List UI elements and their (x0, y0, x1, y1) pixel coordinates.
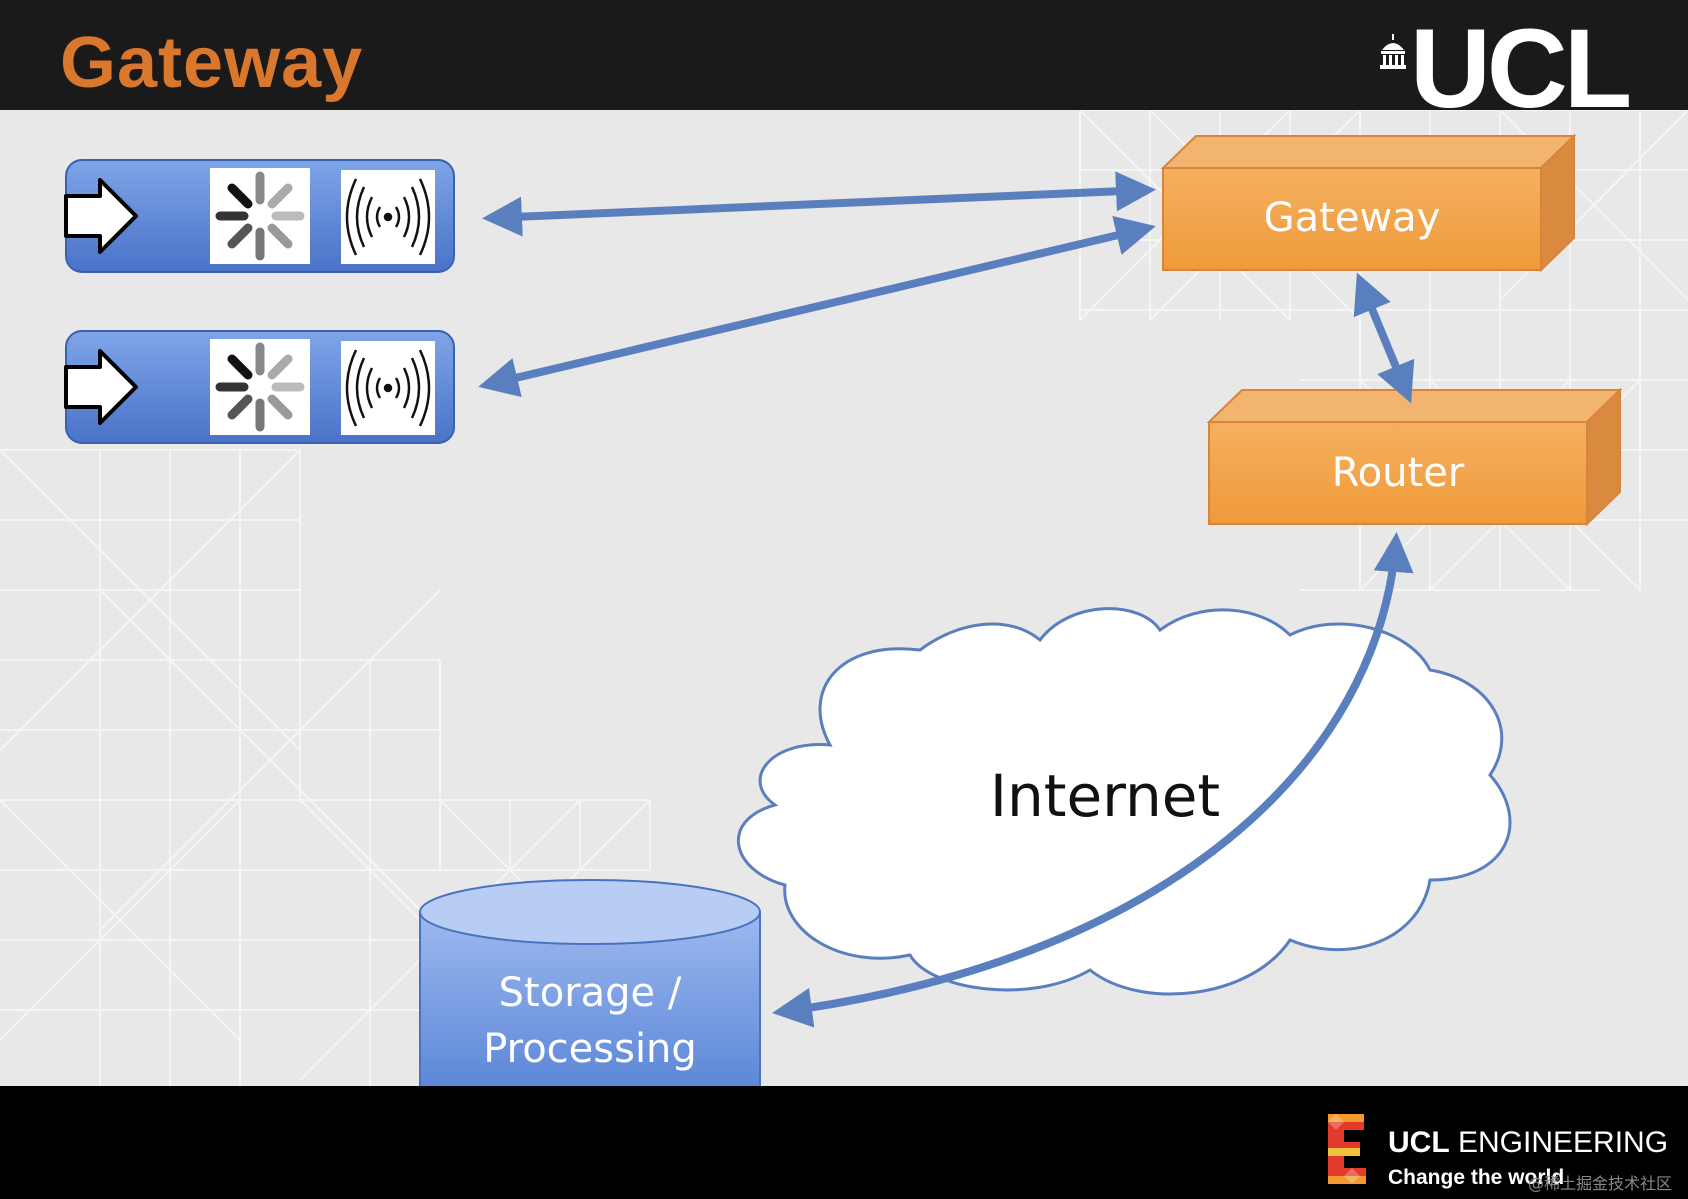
arrow-device1-gateway (482, 171, 1156, 237)
ucl-engineering-name: UCL ENGINEERING (1388, 1126, 1668, 1160)
slide-title: Gateway (60, 23, 364, 103)
portico-dome-icon (1380, 34, 1406, 69)
arrow-gateway-router (1353, 272, 1415, 404)
router-box (1206, 387, 1623, 527)
internet-label: Internet (989, 762, 1221, 830)
gateway-box (1160, 133, 1577, 273)
connection-arrows (478, 171, 1415, 1028)
arrow-device2-gateway (478, 215, 1156, 398)
storage-label-line1: Storage / (498, 970, 682, 1016)
gateway-label: Gateway (1263, 195, 1441, 241)
sensor-device-1 (64, 159, 455, 273)
header-bar (0, 0, 1688, 110)
watermark: @稀土掘金技术社区 (1528, 1174, 1673, 1193)
ucl-logo: UCL (1410, 6, 1632, 131)
ucl-engineering-text: ENGINEERING (1458, 1126, 1669, 1159)
spinner-icon (215, 171, 305, 261)
router-label: Router (1331, 450, 1465, 496)
storage-label: Storage / Processing (420, 965, 760, 1077)
arrow-router-storage (772, 532, 1414, 1028)
wireless-signal-icon (345, 178, 431, 256)
ucl-engineering-bold: UCL (1388, 1126, 1450, 1159)
storage-cylinder (419, 879, 761, 1125)
sensor-device-2 (64, 330, 455, 444)
spinner-icon (215, 342, 305, 432)
footer-bar (0, 1086, 1688, 1199)
ucl-engineering-tagline: Change the world (1388, 1166, 1565, 1189)
ucl-engineering-e-icon (1328, 1114, 1366, 1184)
storage-label-line2: Processing (483, 1026, 697, 1072)
arrow-right-icon (64, 349, 138, 425)
wireless-signal-icon (345, 349, 431, 427)
arrow-right-icon (64, 178, 138, 254)
